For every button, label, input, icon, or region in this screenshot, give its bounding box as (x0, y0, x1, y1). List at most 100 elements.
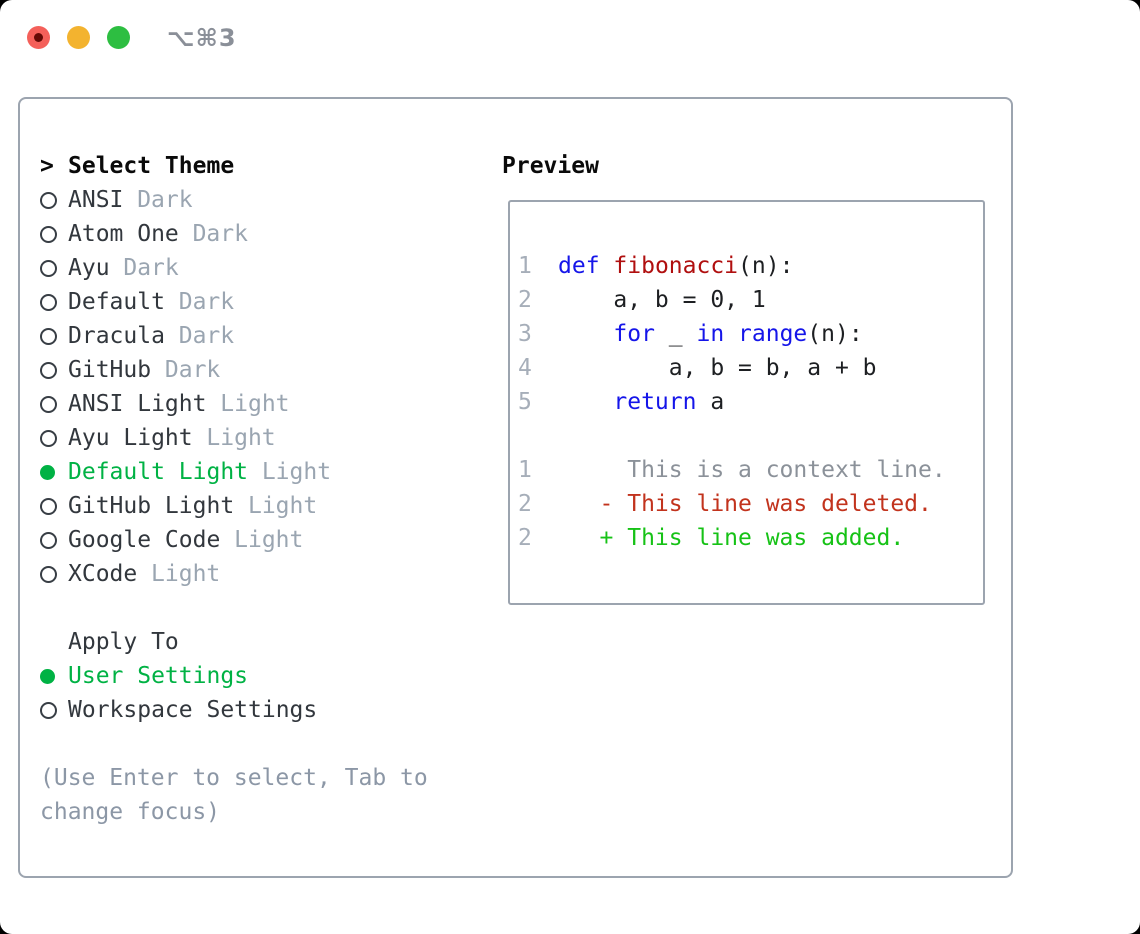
apply-option-label: Workspace Settings (68, 697, 318, 723)
radio-circle-icon (40, 565, 57, 583)
theme-option-label: GitHub (68, 357, 152, 383)
apply-option-user-settings[interactable]: User Settings (40, 659, 502, 693)
section-gap (40, 591, 502, 625)
code-text: a, b = 0, 1 (558, 287, 766, 313)
radio-circle-icon (40, 225, 57, 243)
theme-variant-label: Light (206, 425, 276, 451)
preview-header: Preview (502, 149, 997, 183)
theme-option-google-code[interactable]: Google Code Light (40, 523, 502, 557)
code-line: 5 return a (518, 385, 983, 419)
theme-option-ansi-light[interactable]: ANSI Light Light (40, 387, 502, 421)
code-text: This is a context line. (558, 457, 946, 483)
line-number (518, 419, 558, 453)
theme-variant-label: Dark (123, 255, 179, 281)
theme-variant-label: Dark (178, 323, 235, 349)
theme-option-label: Google Code (68, 527, 221, 553)
apply-to-title: Apply To (68, 629, 179, 655)
theme-option-xcode[interactable]: XCode Light (40, 557, 502, 591)
radio-circle-icon (40, 531, 57, 549)
close-dot-icon (34, 33, 43, 42)
theme-option-default-light[interactable]: Default Light Light (40, 455, 502, 489)
line-number: 4 (518, 355, 532, 381)
code-line: 4 a, b = b, a + b (518, 351, 983, 385)
zoom-button[interactable] (107, 26, 130, 49)
theme-variant-label: Light (247, 493, 318, 519)
code-text: a, b = b, a + b (558, 355, 877, 381)
theme-variant-label: Light (151, 561, 221, 587)
code-text: + This line was added. (558, 525, 905, 551)
theme-variant-label: Dark (137, 187, 193, 213)
code-line: 3 for _ in range(n): (518, 317, 983, 351)
theme-option-label: XCode (68, 561, 138, 587)
code-text: return a (613, 389, 725, 415)
code-line: 2 a, b = 0, 1 (518, 283, 983, 317)
radio-circle-icon (40, 429, 57, 447)
cursor-indicator: > (40, 153, 54, 179)
radio-circle-icon (40, 361, 57, 379)
theme-option-ayu[interactable]: Ayu Dark (40, 251, 502, 285)
line-number: 2 (518, 491, 532, 517)
line-number: 2 (518, 287, 532, 313)
code-text: - This line was deleted. (558, 491, 932, 517)
code-line: 2 + This line was added. (518, 521, 983, 555)
line-number: 5 (518, 389, 532, 415)
apply-to-header: Apply To (40, 625, 502, 659)
theme-option-label: Dracula (68, 323, 165, 349)
apply-option-workspace-settings[interactable]: Workspace Settings (40, 693, 502, 727)
select-theme-header: > Select Theme (40, 149, 502, 183)
window-titlebar: ⌥⌘3 (0, 0, 1140, 97)
code-line: 1 This is a context line. (518, 453, 983, 487)
radio-circle-icon (40, 259, 57, 277)
theme-option-label: ANSI Light (68, 391, 207, 417)
theme-option-github-light[interactable]: GitHub Light Light (40, 489, 502, 523)
theme-option-label: Atom One (68, 221, 179, 247)
radio-circle-icon (40, 191, 57, 209)
theme-option-label: Ayu Light (68, 425, 193, 451)
theme-option-label: ANSI (68, 187, 124, 213)
radio-selected-icon (40, 464, 55, 480)
theme-option-ansi[interactable]: ANSI Dark (40, 183, 502, 217)
preview-title: Preview (502, 153, 599, 179)
minimize-button[interactable] (67, 26, 90, 49)
theme-variant-label: Dark (178, 289, 235, 315)
theme-option-ayu-light[interactable]: Ayu Light Light (40, 421, 502, 455)
theme-variant-label: Light (234, 527, 304, 553)
window-shortcut-label: ⌥⌘3 (167, 24, 237, 52)
line-number: 1 (518, 457, 532, 483)
theme-variant-label: Light (261, 459, 332, 485)
close-button[interactable] (27, 26, 50, 49)
theme-option-atom-one[interactable]: Atom One Dark (40, 217, 502, 251)
radio-circle-icon (40, 293, 57, 311)
theme-option-label: Ayu (68, 255, 110, 281)
radio-circle-icon (40, 497, 57, 515)
theme-variant-label: Light (220, 391, 290, 417)
code-line: 2 - This line was deleted. (518, 487, 983, 521)
code-text: def fibonacci(n): (558, 253, 794, 279)
apply-option-label: User Settings (68, 663, 249, 689)
theme-option-github[interactable]: GitHub Dark (40, 353, 502, 387)
section-gap (40, 727, 502, 761)
code-line (518, 419, 983, 453)
help-line: (Use Enter to select, Tab to (40, 765, 428, 791)
theme-option-dracula[interactable]: Dracula Dark (40, 319, 502, 353)
theme-option-label: GitHub Light (68, 493, 235, 519)
theme-variant-label: Dark (164, 357, 221, 383)
theme-variant-label: Dark (192, 221, 248, 247)
code-text: for _ in range(n): (613, 321, 863, 347)
theme-option-label: Default Light (68, 459, 249, 485)
line-number: 2 (518, 525, 532, 551)
select-theme-title: Select Theme (68, 153, 235, 179)
radio-circle-icon (40, 701, 57, 719)
line-number: 3 (518, 321, 532, 347)
